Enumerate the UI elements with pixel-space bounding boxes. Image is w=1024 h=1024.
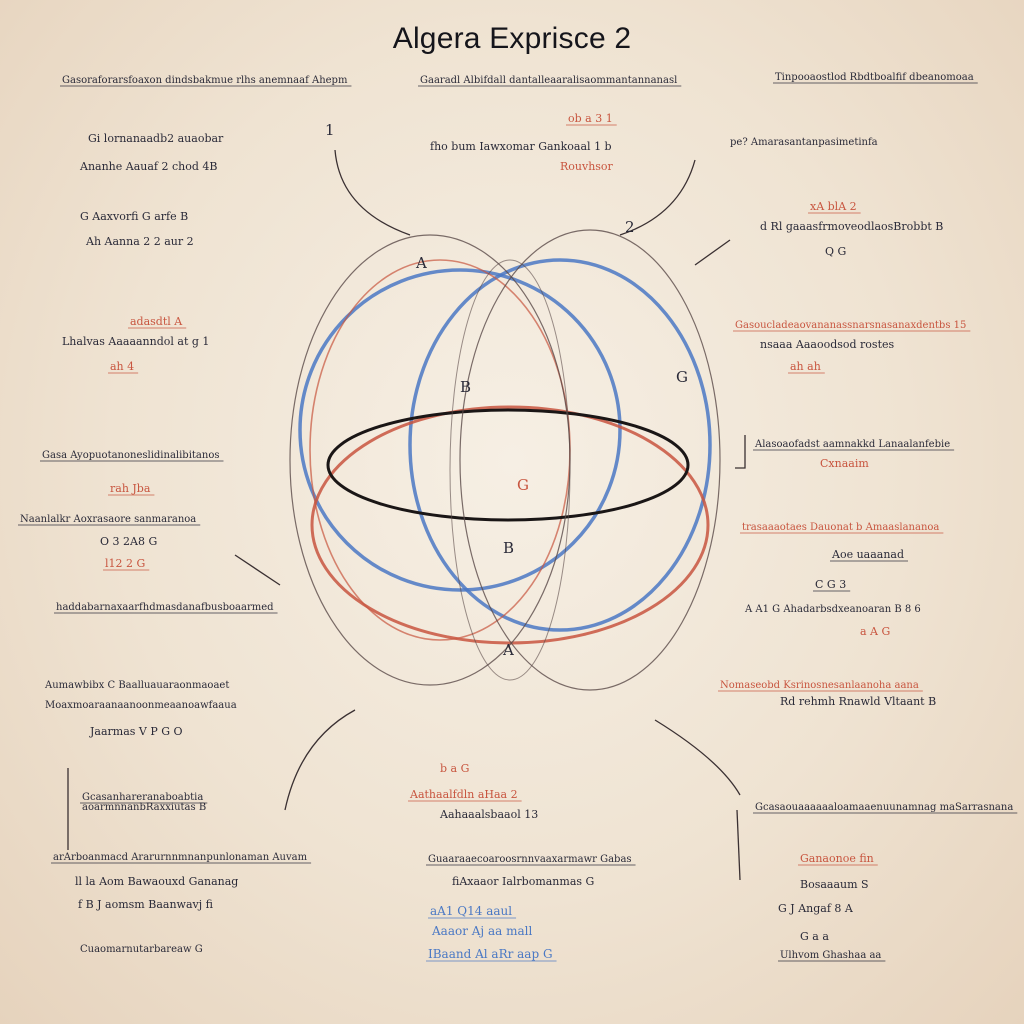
- note-text: Aahaaalsbaaol 13: [439, 808, 538, 821]
- note-text: O 3 2A8 G: [100, 535, 157, 548]
- note-text: ah 4: [110, 360, 134, 373]
- note-text: aoarmnnanbRaxxiutas B: [82, 802, 206, 813]
- note-text: Aathaalfdln aHaa 2: [409, 788, 518, 801]
- note-text: Rd rehmh Rnawld Vltaant B: [780, 695, 936, 708]
- circle-label-d: G: [517, 476, 529, 494]
- note-text: A A1 G Ahadarbsdxeanoaran B 8 6: [744, 604, 921, 615]
- circle-label-e: B: [503, 539, 514, 557]
- black-ring: [326, 408, 690, 522]
- thin-mid: [449, 259, 571, 681]
- note-text: arArboanmacd Ararurnnmnanpunlonaman Auva…: [53, 852, 308, 863]
- note-text: trasaaaotaes Dauonat b Amaaslananoa: [742, 522, 939, 533]
- note-text: Gcasanhareranaboabtia: [82, 792, 203, 803]
- blue-ellipse-left: [298, 268, 622, 592]
- connector-top-right: [619, 159, 696, 236]
- circle-label-f: A: [502, 641, 514, 659]
- note-text: Gaaradl Albifdall dantalleaaralisaommant…: [420, 75, 677, 86]
- note-text: Naanlalkr Aoxrasaore sanmaranoa: [20, 514, 196, 525]
- note-text: aA1 Q14 aaul: [430, 904, 512, 918]
- note-text: xA blA 2: [810, 200, 857, 213]
- note-text: IBaand Al aRr aap G: [428, 947, 553, 961]
- note-text: G J Angaf 8 A: [778, 902, 854, 915]
- blue-ellipse-right: [408, 258, 712, 632]
- note-text: Gcasaouaaaaaaloamaaenuunamnag maSarrasna…: [755, 802, 1013, 813]
- circles: [289, 229, 721, 691]
- circle-label-b: B: [460, 378, 471, 396]
- note-text: b a G: [440, 762, 469, 775]
- note-text: f B J aomsm Baanwavj fi: [78, 898, 214, 911]
- connector-right-upper: [694, 239, 731, 266]
- note-text: C G 3: [815, 578, 846, 591]
- note-text: ll la Aom Bawaouxd Gananag: [75, 875, 238, 888]
- note-text: Bosaaaum S: [800, 878, 869, 891]
- note-text: l12 2 G: [105, 557, 145, 570]
- notes-layer: Gasoraforarsfoaxon dindsbakmue rlhs anem…: [18, 72, 1018, 962]
- connectors: [67, 149, 746, 881]
- note-text: Ganaonoe fin: [800, 852, 874, 865]
- note-text: rah Jba: [110, 482, 151, 495]
- note-text: Gasoucladeaovananassnarsnasanaxdentbs 15: [735, 320, 966, 331]
- note-text: ah ah: [790, 360, 821, 373]
- thin-outer-left: [289, 234, 571, 686]
- note-text: Jaarmas V P G O: [89, 725, 183, 738]
- connector-top-left: [334, 149, 411, 236]
- note-text: a A G: [860, 625, 890, 638]
- circle-label-g: 1: [325, 121, 335, 139]
- note-text: Cuaomarnutarbareaw G: [80, 944, 203, 955]
- note-text: adasdtl A: [130, 315, 183, 328]
- note-text: Tinpooaostlod Rbdtboalfif dbeanomoaa: [775, 72, 974, 83]
- note-text: pe? Amarasantanpasimetinfa: [730, 137, 878, 148]
- connector-left-mid: [234, 554, 281, 586]
- note-text: Lhalvas Aaaaanndol at g 1: [62, 335, 209, 348]
- page-title: Algera Exprisce 2: [392, 22, 632, 55]
- note-text: Ananhe Aauaf 2 chod 4B: [79, 160, 217, 173]
- note-text: Aumawbibx C Baalluauaraonmaoaet: [44, 680, 229, 691]
- note-text: Guaaraaecoaroosrnnvaaxarmawr Gabas: [428, 854, 632, 865]
- circle-label-h: 2: [625, 218, 635, 236]
- note-text: Rouvhsor: [560, 160, 614, 173]
- circle-label-c: G: [676, 368, 688, 386]
- note-text: Gasa Ayopuotanoneslidinalibitanos: [42, 450, 219, 461]
- connector-right-vertical: [736, 809, 741, 881]
- note-text: G Aaxvorfi G arfe B: [80, 210, 188, 223]
- thin-outer-right: [459, 229, 721, 691]
- note-text: d Rl gaaasfrmoveodlaosBrobbt B: [760, 220, 943, 233]
- note-text: Gi lornanaadb2 auaobar: [88, 132, 224, 145]
- note-text: Ulhvom Ghashaa aa: [780, 950, 881, 961]
- note-text: Aoe uaaanad: [831, 548, 904, 561]
- note-text: haddabarnaxaarfhdmasdanafbusboaarmed: [56, 602, 274, 613]
- red-ellipse-horizontal: [310, 405, 710, 645]
- connector-bottom-left: [284, 709, 356, 811]
- note-text: Aaaor Aj aa mall: [431, 924, 532, 938]
- note-text: Gasoraforarsfoaxon dindsbakmue rlhs anem…: [62, 75, 348, 86]
- note-text: Nomaseobd Ksrinosnesanlaanoha aana: [720, 680, 919, 691]
- connector-right-bracket: [735, 435, 746, 469]
- circle-label-a: A: [415, 254, 427, 272]
- note-text: Alasoaofadst aamnakkd Lanaalanfebie: [754, 439, 950, 450]
- note-text: Ah Aanna 2 2 aur 2: [85, 235, 194, 248]
- circle-labels: A B G G B A 1 2: [325, 121, 688, 659]
- note-text: fiAxaaor Ialrbomanmas G: [452, 875, 594, 888]
- note-text: ob a 3 1: [568, 112, 613, 125]
- note-text: Cxnaaim: [820, 457, 869, 470]
- connector-bottom-right: [654, 719, 741, 796]
- note-text: Moaxmoaraanaanoonmeaanoawfaaua: [45, 700, 237, 711]
- note-text: nsaaa Aaaoodsod rostes: [760, 338, 895, 351]
- note-text: Q G: [825, 245, 846, 258]
- note-text: G a a: [800, 930, 829, 943]
- note-text: fho bum Iawxomar Gankoaal 1 b: [430, 140, 612, 153]
